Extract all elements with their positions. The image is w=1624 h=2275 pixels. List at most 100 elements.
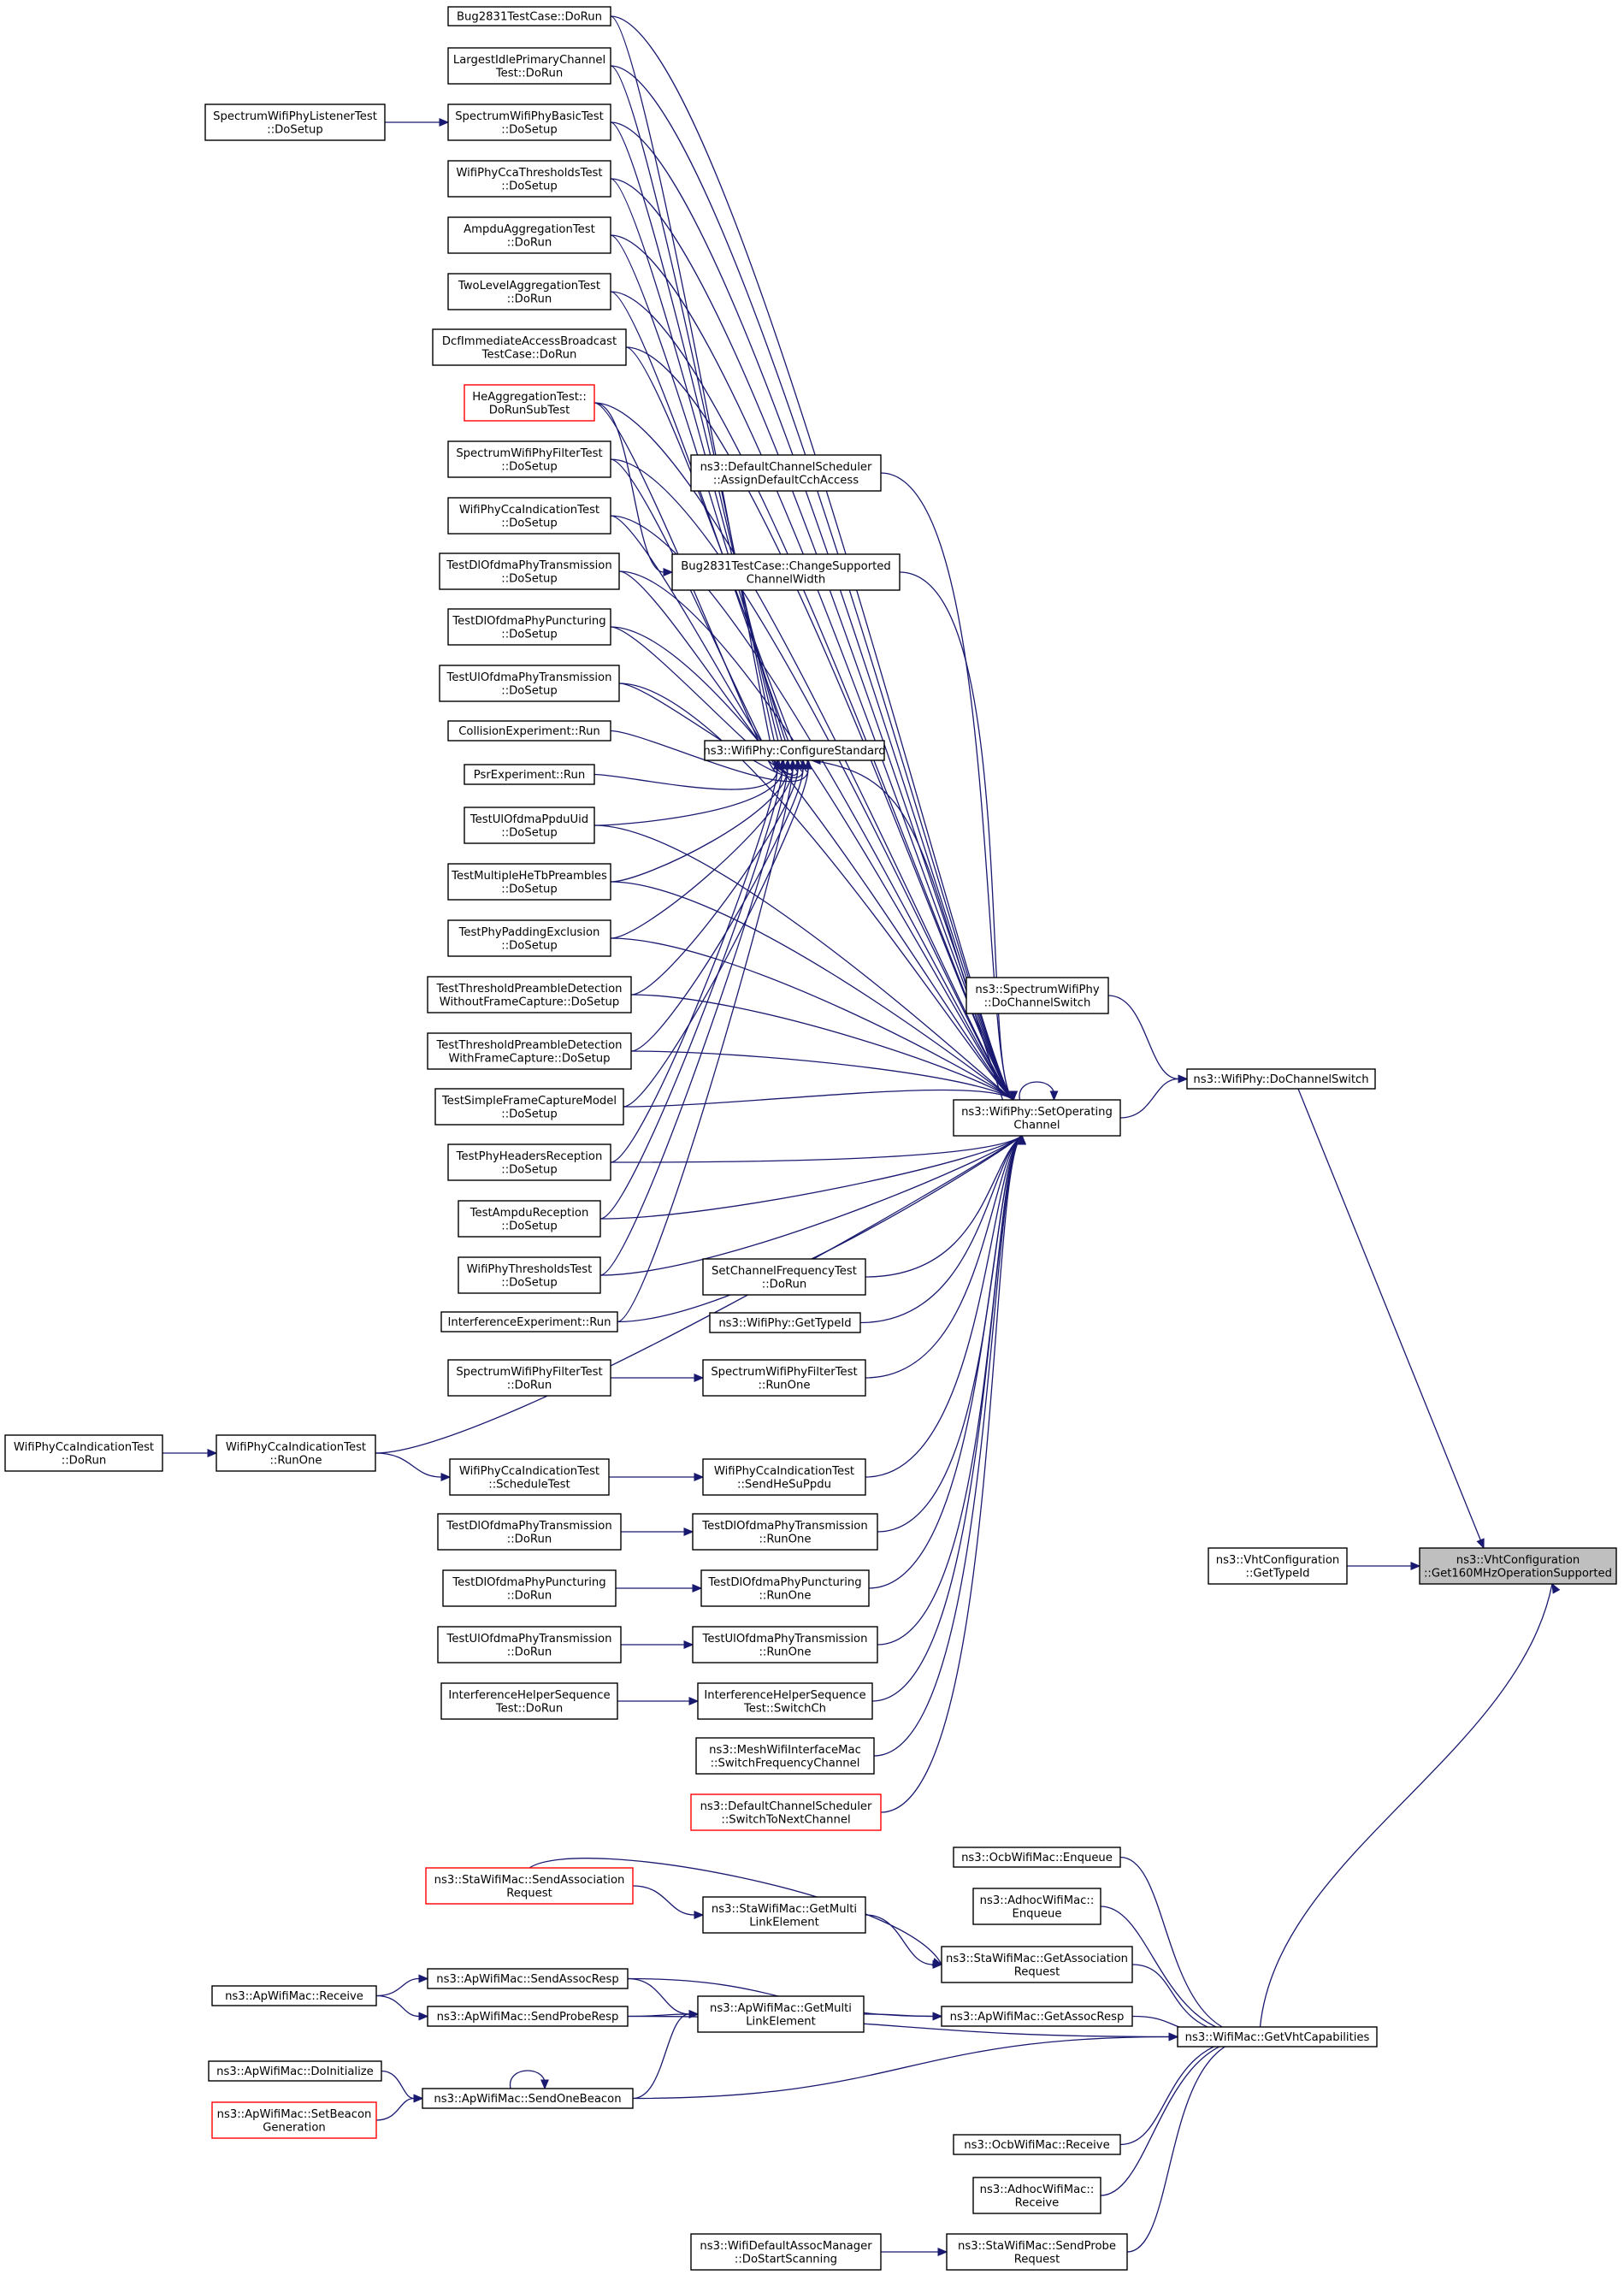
node-twolevel-agg-run[interactable]: TwoLevelAggregationTest::DoRun xyxy=(447,273,611,310)
node-spec-listener-setup[interactable]: SpectrumWifiPhyListenerTest::DoSetup xyxy=(204,103,386,141)
node-box xyxy=(464,384,595,422)
node-dl-ofdma-punct-runone[interactable]: TestDlOfdmaPhyPuncturing::RunOne xyxy=(700,1569,870,1607)
node-ocb-enqueue[interactable]: ns3::OcbWifiMac::Enqueue xyxy=(953,1847,1121,1868)
node-padding-excl-setup[interactable]: TestPhyPaddingExclusion::DoSetup xyxy=(447,919,611,957)
node-default-assoc-scan[interactable]: ns3::WifiDefaultAssocManager::DoStartSca… xyxy=(690,2233,882,2271)
node-dl-ofdma-punct-setup[interactable]: TestDlOfdmaPhyPuncturing::DoSetup xyxy=(447,608,611,646)
node-label: ::DoRun xyxy=(762,1278,806,1291)
node-spec-filter-dorun[interactable]: SpectrumWifiPhyFilterTest::DoRun xyxy=(447,1359,611,1397)
call-edge xyxy=(375,1977,420,1997)
node-thresh-without-setup[interactable]: TestThresholdPreambleDetectionWithoutFra… xyxy=(427,976,632,1013)
node-dcf-immediate[interactable]: DcfImmediateAccessBroadcastTestCase::DoR… xyxy=(432,328,627,366)
node-default-sched-assign[interactable]: ns3::DefaultChannelScheduler::AssignDefa… xyxy=(690,454,882,492)
node-dl-ofdma-tx-dorun[interactable]: TestDlOfdmaPhyTransmission::DoRun xyxy=(437,1513,622,1551)
node-label: WifiPhyCcaIndicationTest xyxy=(14,1441,154,1454)
node-interference-run[interactable]: InterferenceExperiment::Run xyxy=(440,1311,618,1332)
node-adhoc-enqueue[interactable]: ns3::AdhocWifiMac::Enqueue xyxy=(972,1888,1101,1925)
node-cca-indication-runone[interactable]: WifiPhyCcaIndicationTest::RunOne xyxy=(216,1434,376,1472)
call-edge xyxy=(899,571,1014,1101)
node-bug-change-width[interactable]: Bug2831TestCase::ChangeSupportedChannelW… xyxy=(671,553,901,591)
node-multiple-he-tb-setup[interactable]: TestMultipleHeTbPreambles::DoSetup xyxy=(447,863,611,901)
node-spectrum-do-switch[interactable]: ns3::SpectrumWifiPhy::DoChannelSwitch xyxy=(966,977,1109,1014)
node-bug-dorun[interactable]: Bug2831TestCase::DoRun xyxy=(447,6,611,27)
node-psr-run[interactable]: PsrExperiment::Run xyxy=(464,764,595,785)
call-edge xyxy=(610,234,1014,1101)
node-phy-thresholds-setup[interactable]: WifiPhyThresholdsTest::DoSetup xyxy=(458,1256,601,1294)
node-thresh-with-setup[interactable]: TestThresholdPreambleDetectionWithFrameC… xyxy=(427,1032,632,1070)
node-adhoc-receive[interactable]: ns3::AdhocWifiMac::Receive xyxy=(972,2177,1101,2214)
call-edge xyxy=(593,824,1014,1101)
node-ul-ppdu-uid-setup[interactable]: TestUlOfdmaPpduUid::DoSetup xyxy=(464,807,595,844)
node-default-sched-switch[interactable]: ns3::DefaultChannelScheduler::SwitchToNe… xyxy=(690,1793,882,1831)
call-edge-arrowhead xyxy=(418,1974,429,1983)
node-ap-send-probe-resp[interactable]: ns3::ApWifiMac::SendProbeResp xyxy=(427,2006,629,2027)
node-ul-ofdma-tx-setup[interactable]: TestUlOfdmaPhyTransmission::DoSetup xyxy=(439,665,620,702)
node-target[interactable]: ns3::VhtConfiguration::Get160MHzOperatio… xyxy=(1419,1547,1617,1585)
node-label: ::DoRun xyxy=(507,1646,552,1658)
node-box xyxy=(464,764,595,785)
node-cca-indication-schedule[interactable]: WifiPhyCcaIndicationTest::ScheduleTest xyxy=(449,1458,610,1496)
node-ul-ofdma-tx-runone[interactable]: TestUlOfdmaPhyTransmission::RunOne xyxy=(692,1626,878,1663)
node-ap-get-assoc-resp[interactable]: ns3::ApWifiMac::GetAssocResp xyxy=(941,2006,1133,2027)
node-label: ::DoSetup xyxy=(501,1220,558,1232)
node-ampdu-rx-setup[interactable]: TestAmpduReception::DoSetup xyxy=(458,1200,601,1238)
node-mesh-switch-freq[interactable]: ns3::MeshWifiInterfaceMac::SwitchFrequen… xyxy=(695,1737,875,1775)
node-wifiphy-do-switch[interactable]: ns3::WifiPhy::DoChannelSwitch xyxy=(1186,1068,1376,1090)
node-spec-filter-runone[interactable]: SpectrumWifiPhyFilterTest::RunOne xyxy=(702,1359,866,1397)
call-edge xyxy=(1297,1088,1485,1549)
node-headers-rx-setup[interactable]: TestPhyHeadersReception::DoSetup xyxy=(447,1143,611,1181)
node-spec-basic-setup[interactable]: SpectrumWifiPhyBasicTest::DoSetup xyxy=(447,103,611,141)
node-ap-send-one-beacon[interactable]: ns3::ApWifiMac::SendOneBeacon xyxy=(422,2088,634,2109)
node-spec-filter-setup[interactable]: SpectrumWifiPhyFilterTest::DoSetup xyxy=(447,440,611,478)
node-cca-indication-dorun[interactable]: WifiPhyCcaIndicationTest::DoRun xyxy=(4,1434,163,1472)
call-edge xyxy=(623,1089,1014,1108)
node-wifiphy-gettypeid[interactable]: ns3::WifiPhy::GetTypeId xyxy=(709,1312,861,1333)
node-vht-gettypeid[interactable]: ns3::VhtConfiguration::GetTypeId xyxy=(1208,1547,1348,1585)
node-label: ns3::ApWifiMac::GetMulti xyxy=(710,2002,852,2015)
call-edge-arrowhead xyxy=(439,118,450,127)
call-edge-arrowhead xyxy=(1410,1562,1421,1570)
call-edge xyxy=(630,768,799,996)
node-box xyxy=(1177,2026,1378,2048)
node-cca-send-he-su[interactable]: WifiPhyCcaIndicationTest::SendHeSuPpdu xyxy=(702,1458,866,1496)
node-box xyxy=(447,160,611,198)
node-configure-standard[interactable]: ns3::WifiPhy::ConfigureStandard xyxy=(703,740,886,761)
node-box xyxy=(953,2134,1121,2155)
node-label: SpectrumWifiPhyFilterTest xyxy=(456,447,602,460)
call-edge xyxy=(599,768,788,1276)
node-box xyxy=(690,1793,882,1831)
node-dl-ofdma-tx-setup[interactable]: TestDlOfdmaPhyTransmission::DoSetup xyxy=(439,552,620,590)
node-ap-do-initialize[interactable]: ns3::ApWifiMac::DoInitialize xyxy=(208,2060,382,2082)
node-wifimac-get-vht[interactable]: ns3::WifiMac::GetVhtCapabilities xyxy=(1177,2026,1378,2048)
node-ampdu-agg-run[interactable]: AmpduAggregationTest::DoRun xyxy=(447,216,611,254)
node-label: ::DoSetup xyxy=(501,180,558,192)
node-box xyxy=(437,1626,622,1663)
node-label: HeAggregationTest:: xyxy=(472,391,587,404)
node-simple-fc-setup[interactable]: TestSimpleFrameCaptureModel::DoSetup xyxy=(434,1088,624,1126)
node-dl-ofdma-tx-runone[interactable]: TestDlOfdmaPhyTransmission::RunOne xyxy=(692,1513,878,1551)
node-he-agg-subtest[interactable]: HeAggregationTest::DoRunSubTest xyxy=(464,384,595,422)
call-edge xyxy=(610,121,788,771)
node-ap-receive[interactable]: ns3::ApWifiMac::Receive xyxy=(211,1985,377,2006)
node-collision-run[interactable]: CollisionExperiment::Run xyxy=(447,720,611,742)
node-ap-send-assoc-resp[interactable]: ns3::ApWifiMac::SendAssocResp xyxy=(427,1968,629,1989)
call-edge xyxy=(610,458,1014,1101)
node-cca-thresholds-setup[interactable]: WifiPhyCcaThresholdsTest::DoSetup xyxy=(447,160,611,198)
node-ocb-receive[interactable]: ns3::OcbWifiMac::Receive xyxy=(953,2134,1121,2155)
node-ul-ofdma-tx-dorun[interactable]: TestUlOfdmaPhyTransmission::DoRun xyxy=(437,1626,622,1663)
call-edge xyxy=(865,1135,1023,1379)
node-dl-ofdma-punct-dorun[interactable]: TestDlOfdmaPhyPuncturing::DoRun xyxy=(442,1569,617,1607)
call-edge xyxy=(610,515,1014,1101)
node-cca-indication-setup[interactable]: WifiPhyCcaIndicationTest::DoSetup xyxy=(447,497,611,535)
node-set-chan-freq-run[interactable]: SetChannelFrequencyTest::DoRun xyxy=(702,1258,866,1296)
